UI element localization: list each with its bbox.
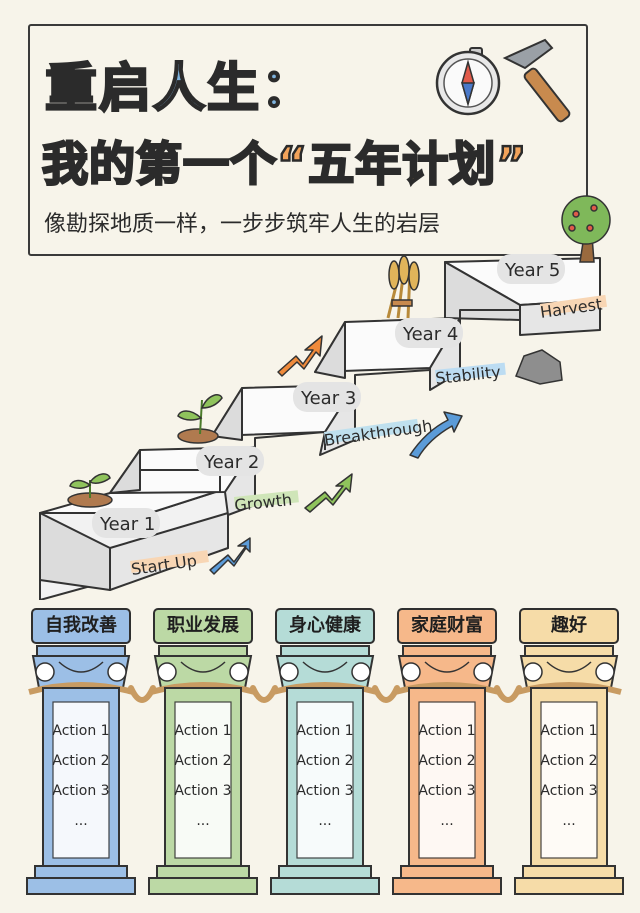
title-frame bbox=[28, 24, 588, 256]
action-item: Action 2 bbox=[174, 753, 232, 769]
year-4-label: Year 4 bbox=[402, 324, 458, 345]
pillar-column bbox=[392, 645, 502, 895]
action-item: Action 2 bbox=[418, 753, 476, 769]
tree-icon bbox=[561, 195, 611, 263]
action-item: Action 2 bbox=[52, 753, 110, 769]
year-5-label: Year 5 bbox=[504, 260, 560, 281]
page-title-line2: 我的第一个“五年计划” bbox=[41, 128, 528, 194]
pillar-label: 职业发展 bbox=[153, 608, 253, 644]
pillar-1: 自我改善 Action 1 Action 2 Action 3... bbox=[26, 608, 136, 898]
action-item: ... bbox=[74, 813, 88, 829]
action-item: Action 3 bbox=[174, 783, 232, 799]
pillar-label: 家庭财富 bbox=[397, 608, 497, 644]
action-item: Action 2 bbox=[540, 753, 598, 769]
action-item: Action 1 bbox=[296, 723, 354, 739]
sprout-icon bbox=[67, 473, 113, 508]
action-item: ... bbox=[318, 813, 332, 829]
growth-arrow-icon bbox=[277, 335, 323, 377]
wheat-icon bbox=[386, 255, 420, 319]
compass-icon bbox=[435, 47, 501, 116]
rock-icon bbox=[515, 349, 563, 385]
action-item: Action 3 bbox=[296, 783, 354, 799]
action-item: Action 1 bbox=[52, 723, 110, 739]
action-item: ... bbox=[196, 813, 210, 829]
year-3-label: Year 3 bbox=[300, 388, 356, 409]
action-item: Action 1 bbox=[174, 723, 232, 739]
pillar-actions: Action 1 Action 2 Action 3... bbox=[31, 716, 131, 836]
action-item: Action 2 bbox=[296, 753, 354, 769]
title-prefix: 我的第一个 bbox=[41, 136, 278, 193]
action-item: Action 1 bbox=[540, 723, 598, 739]
pillar-column bbox=[26, 645, 136, 895]
sprout-icon bbox=[177, 394, 223, 444]
pillar-actions: Action 1 Action 2 Action 3... bbox=[397, 716, 497, 836]
pillar-actions: Action 1 Action 2 Action 3... bbox=[519, 716, 619, 836]
action-item: Action 1 bbox=[418, 723, 476, 739]
title-highlight: “五年计划” bbox=[276, 136, 528, 193]
pillar-actions: Action 1 Action 2 Action 3... bbox=[153, 716, 253, 836]
pillar-4: 家庭财富 Action 1 Action 2 Action 3... bbox=[392, 608, 502, 898]
page-title: 重启人生： bbox=[44, 58, 316, 121]
year-2-label: Year 2 bbox=[203, 452, 259, 473]
hammer-icon bbox=[502, 38, 571, 123]
staircase-diagram: Year 1 Year 2 Year 3 Year 4 Year 5 Start… bbox=[39, 38, 611, 600]
subtitle: 像勘探地质一样，一步步筑牢人生的岩层 bbox=[44, 212, 441, 237]
pillar-label: 身心健康 bbox=[275, 608, 375, 644]
action-item: Action 3 bbox=[52, 783, 110, 799]
pillar-3: 身心健康 Action 1 Action 2 Action 3... bbox=[270, 608, 380, 898]
year-labels: Year 1 Year 2 Year 3 Year 4 Year 5 bbox=[92, 254, 565, 538]
action-item: ... bbox=[440, 813, 454, 829]
pillar-column bbox=[514, 645, 624, 895]
year-1-label: Year 1 bbox=[99, 514, 155, 535]
pillar-label: 趣好 bbox=[519, 608, 619, 644]
growth-arrow-icon bbox=[209, 537, 251, 575]
pillar-actions: Action 1 Action 2 Action 3... bbox=[275, 716, 375, 836]
pillar-5: 趣好 Action 1 Action 2 Action 3... bbox=[514, 608, 624, 898]
pillar-label: 自我改善 bbox=[31, 608, 131, 644]
action-item: Action 3 bbox=[540, 783, 598, 799]
stair-steps bbox=[39, 257, 601, 600]
growth-arrow-icon bbox=[304, 473, 353, 513]
pillar-2: 职业发展 Action 1 Action 2 Action 3... bbox=[148, 608, 258, 898]
action-item: ... bbox=[562, 813, 576, 829]
curve-arrow-icon bbox=[409, 411, 463, 459]
action-item: Action 3 bbox=[418, 783, 476, 799]
